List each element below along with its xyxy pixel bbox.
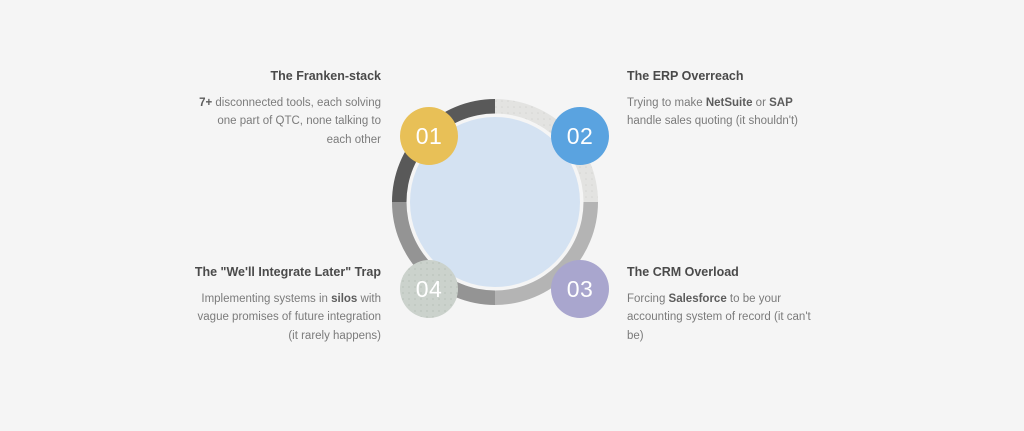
- callout-03: The CRM Overload Forcing Salesforce to b…: [627, 265, 817, 346]
- callout-01-body: 7+ disconnected tools, each solving one …: [199, 96, 381, 146]
- inner-disc: [410, 117, 580, 287]
- badge-03-number: 03: [566, 275, 594, 302]
- callout-02-body: Trying to make NetSuite or SAP handle sa…: [627, 96, 798, 128]
- callout-01-title: The Franken-stack: [270, 69, 381, 83]
- quadrant-donut-diagram: [392, 99, 598, 305]
- badge-02[interactable]: 02: [551, 107, 609, 165]
- badge-04[interactable]: 04: [400, 260, 458, 318]
- callout-03-title: The CRM Overload: [627, 265, 739, 279]
- badge-03[interactable]: 03: [551, 260, 609, 318]
- badge-01-number: 01: [415, 122, 443, 149]
- callout-02-title: The ERP Overreach: [627, 69, 744, 83]
- callout-04: The "We'll Integrate Later" Trap Impleme…: [191, 265, 381, 346]
- badge-02-number: 02: [566, 122, 594, 149]
- donut-svg: [392, 99, 598, 305]
- callout-02: The ERP Overreach Trying to make NetSuit…: [627, 69, 817, 131]
- ring-segment-bottom-right: [495, 202, 598, 305]
- callout-04-body: Implementing systems in silos with vague…: [197, 292, 381, 342]
- badge-01[interactable]: 01: [400, 107, 458, 165]
- callout-01: The Franken-stack 7+ disconnected tools,…: [191, 69, 381, 150]
- callout-03-body: Forcing Salesforce to be your accounting…: [627, 292, 811, 342]
- callout-04-title: The "We'll Integrate Later" Trap: [194, 265, 381, 279]
- badge-04-number: 04: [415, 275, 443, 302]
